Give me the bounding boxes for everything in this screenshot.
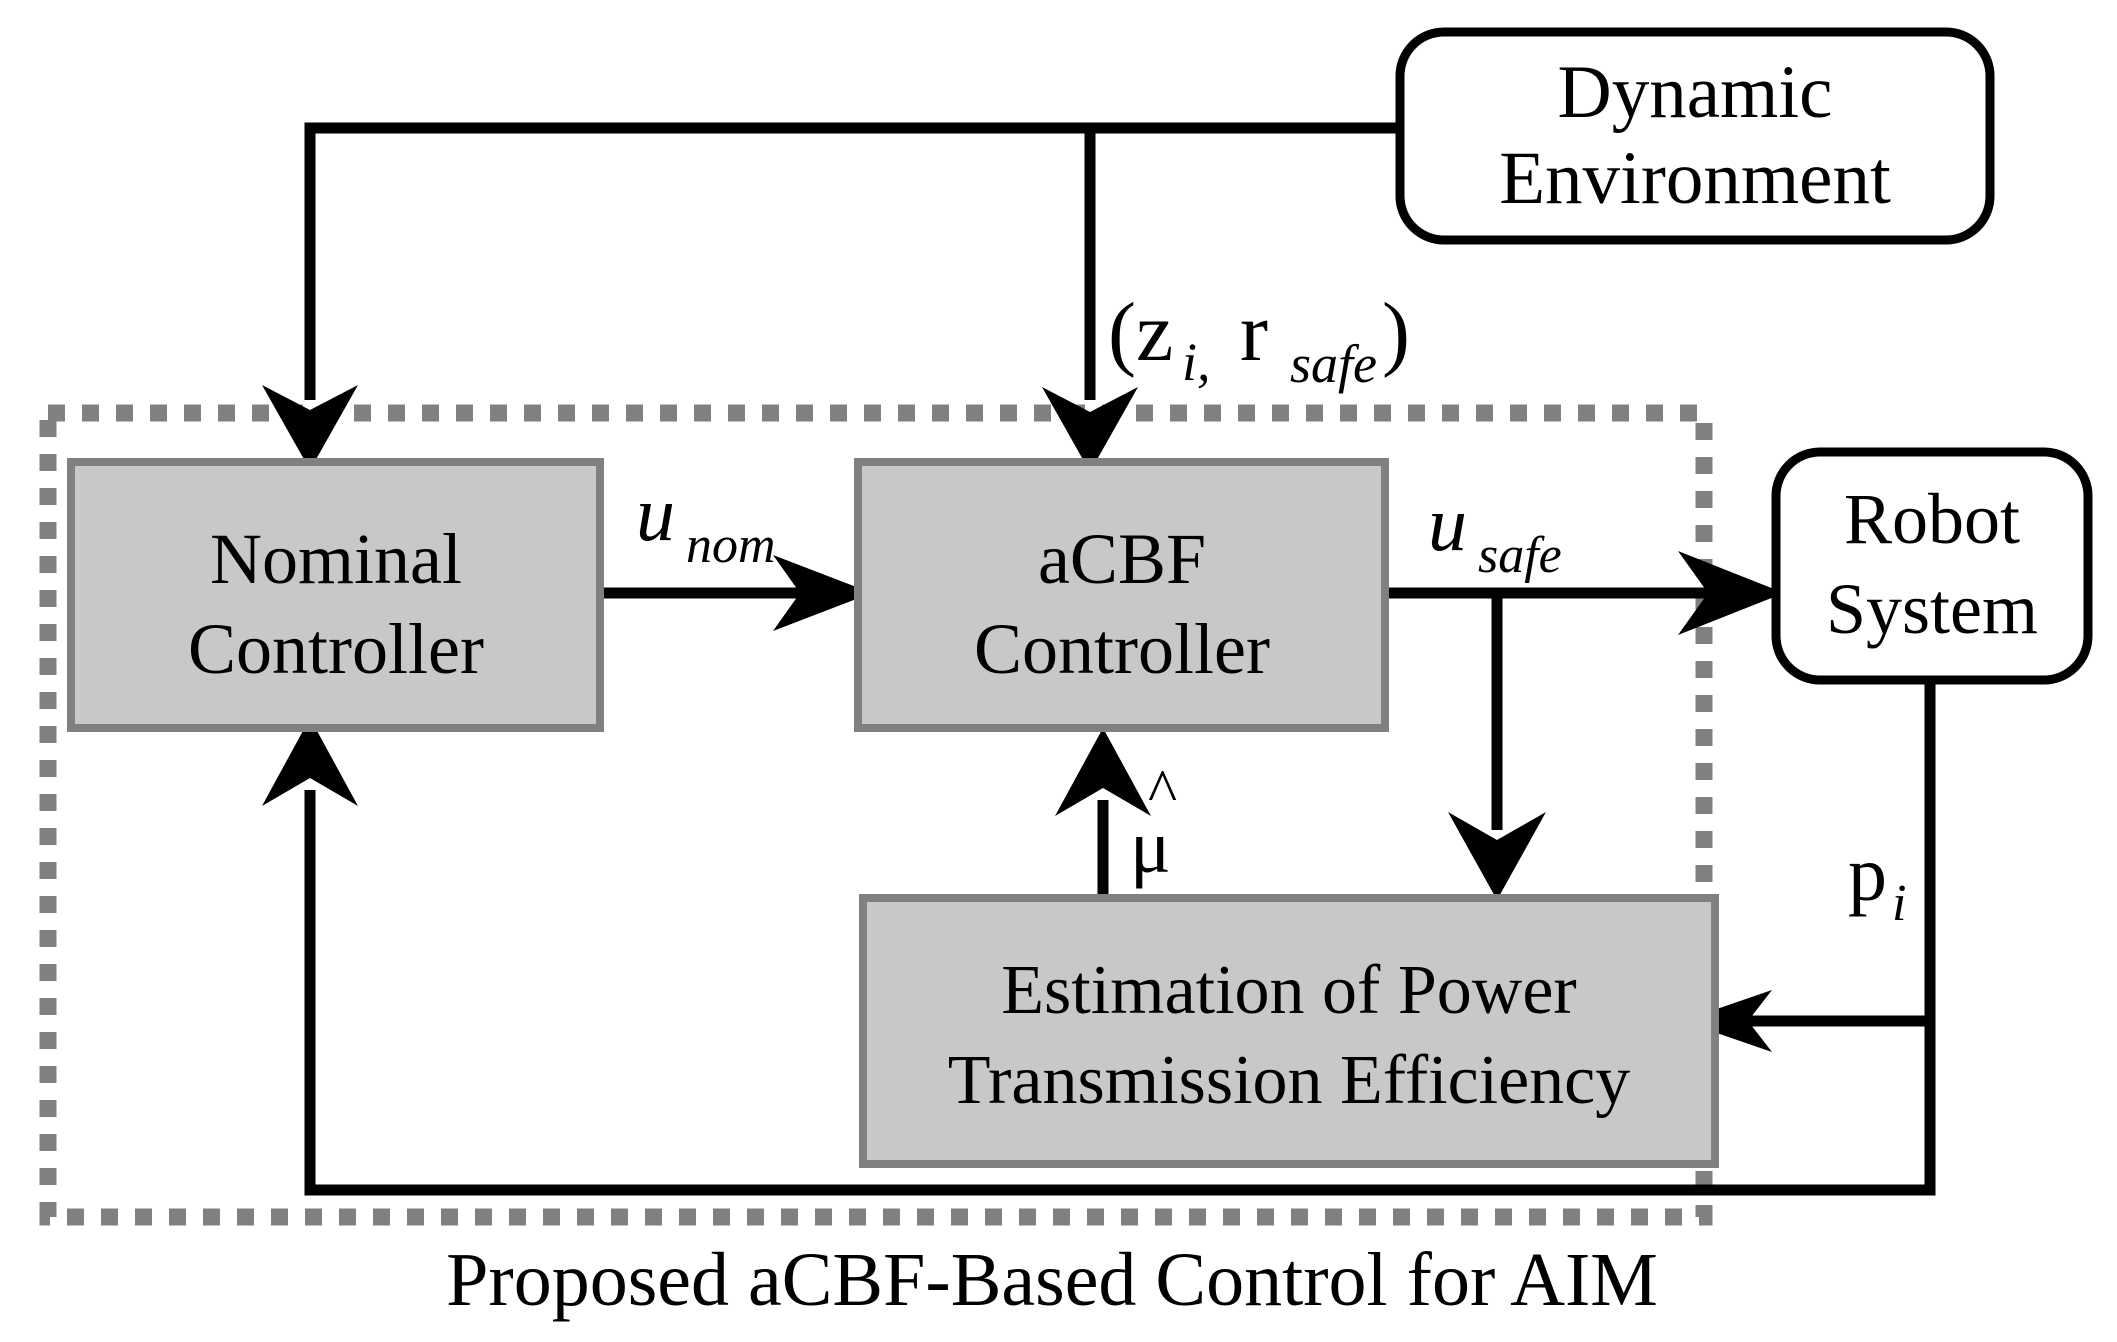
env-signal-sub1: i, xyxy=(1182,332,1211,392)
p-i-sub: i xyxy=(1892,875,1906,932)
arrowhead-into-acbf-controller xyxy=(1042,387,1138,472)
arrowhead-into-acbf-left xyxy=(773,555,872,631)
mu-hat-accent: ^ xyxy=(1148,758,1177,826)
block-nominal-controller[interactable]: Nominal Controller xyxy=(67,458,604,732)
arrowhead-into-estimation-right xyxy=(1682,990,1772,1052)
signal-label-mu-hat: μ ^ xyxy=(1130,758,1177,889)
block-estimation-of-power-transmission-efficiency[interactable]: Estimation of Power Transmission Efficie… xyxy=(859,894,1719,1168)
block-dynamic-environment[interactable]: Dynamic Environment xyxy=(1395,27,1995,245)
u-safe-sub: safe xyxy=(1478,527,1562,584)
proposed-control-frame xyxy=(39,404,1713,1226)
wire-state-feedback xyxy=(304,790,1936,1196)
wire-pi-feedback xyxy=(1720,680,1936,1027)
nominal-controller-line1: Nominal xyxy=(210,519,462,599)
mu-hat-base: μ xyxy=(1130,805,1171,889)
robot-system-line1: Robot xyxy=(1844,479,2020,559)
u-nom-sub: nom xyxy=(686,517,776,574)
env-signal-sub2: safe xyxy=(1290,334,1377,394)
estimation-block-line1: Estimation of Power xyxy=(1001,952,1576,1029)
u-nom-base: u xyxy=(636,470,675,557)
env-signal-open: (z xyxy=(1108,286,1173,379)
estimation-block-shape xyxy=(859,894,1719,1168)
signal-label-env-outputs: (z i, r safe ) xyxy=(1108,286,1410,394)
acbf-controller-line1: aCBF xyxy=(1038,519,1206,599)
dynamic-environment-line1: Dynamic xyxy=(1558,51,1833,134)
block-robot-system[interactable]: Robot System xyxy=(1771,447,2093,685)
dynamic-environment-shape xyxy=(1395,27,1995,245)
arrowhead-into-nominal-controller xyxy=(262,385,358,470)
robot-system-shape xyxy=(1771,447,2093,685)
acbf-controller-shape xyxy=(854,458,1389,732)
signal-label-u-safe: u safe xyxy=(1428,480,1562,584)
env-signal-mid: r xyxy=(1240,286,1268,379)
arrowhead-into-acbf-bottom xyxy=(1055,728,1151,816)
signal-label-u-nom: u nom xyxy=(636,470,776,574)
p-i-base: p xyxy=(1848,830,1887,917)
env-signal-close: ) xyxy=(1382,286,1410,379)
robot-system-line2: System xyxy=(1826,569,2038,649)
signal-label-p-i: p i xyxy=(1848,830,1906,932)
block-acbf-controller[interactable]: aCBF Controller xyxy=(854,458,1389,732)
arrowhead-into-robot-system xyxy=(1678,551,1784,635)
nominal-controller-shape xyxy=(67,458,604,732)
diagram-caption: Proposed aCBF-Based Control for AIM xyxy=(446,1238,1658,1322)
dynamic-environment-line2: Environment xyxy=(1499,137,1891,220)
acbf-controller-line2: Controller xyxy=(974,609,1270,689)
wire-env-to-nominal xyxy=(304,122,1400,400)
arrowhead-into-nominal-controller-bottom xyxy=(262,718,358,806)
nominal-controller-line2: Controller xyxy=(188,609,484,689)
estimation-block-line2: Transmission Efficiency xyxy=(948,1042,1630,1119)
arrowhead-into-estimation-top xyxy=(1448,812,1546,900)
u-safe-base: u xyxy=(1428,480,1467,567)
